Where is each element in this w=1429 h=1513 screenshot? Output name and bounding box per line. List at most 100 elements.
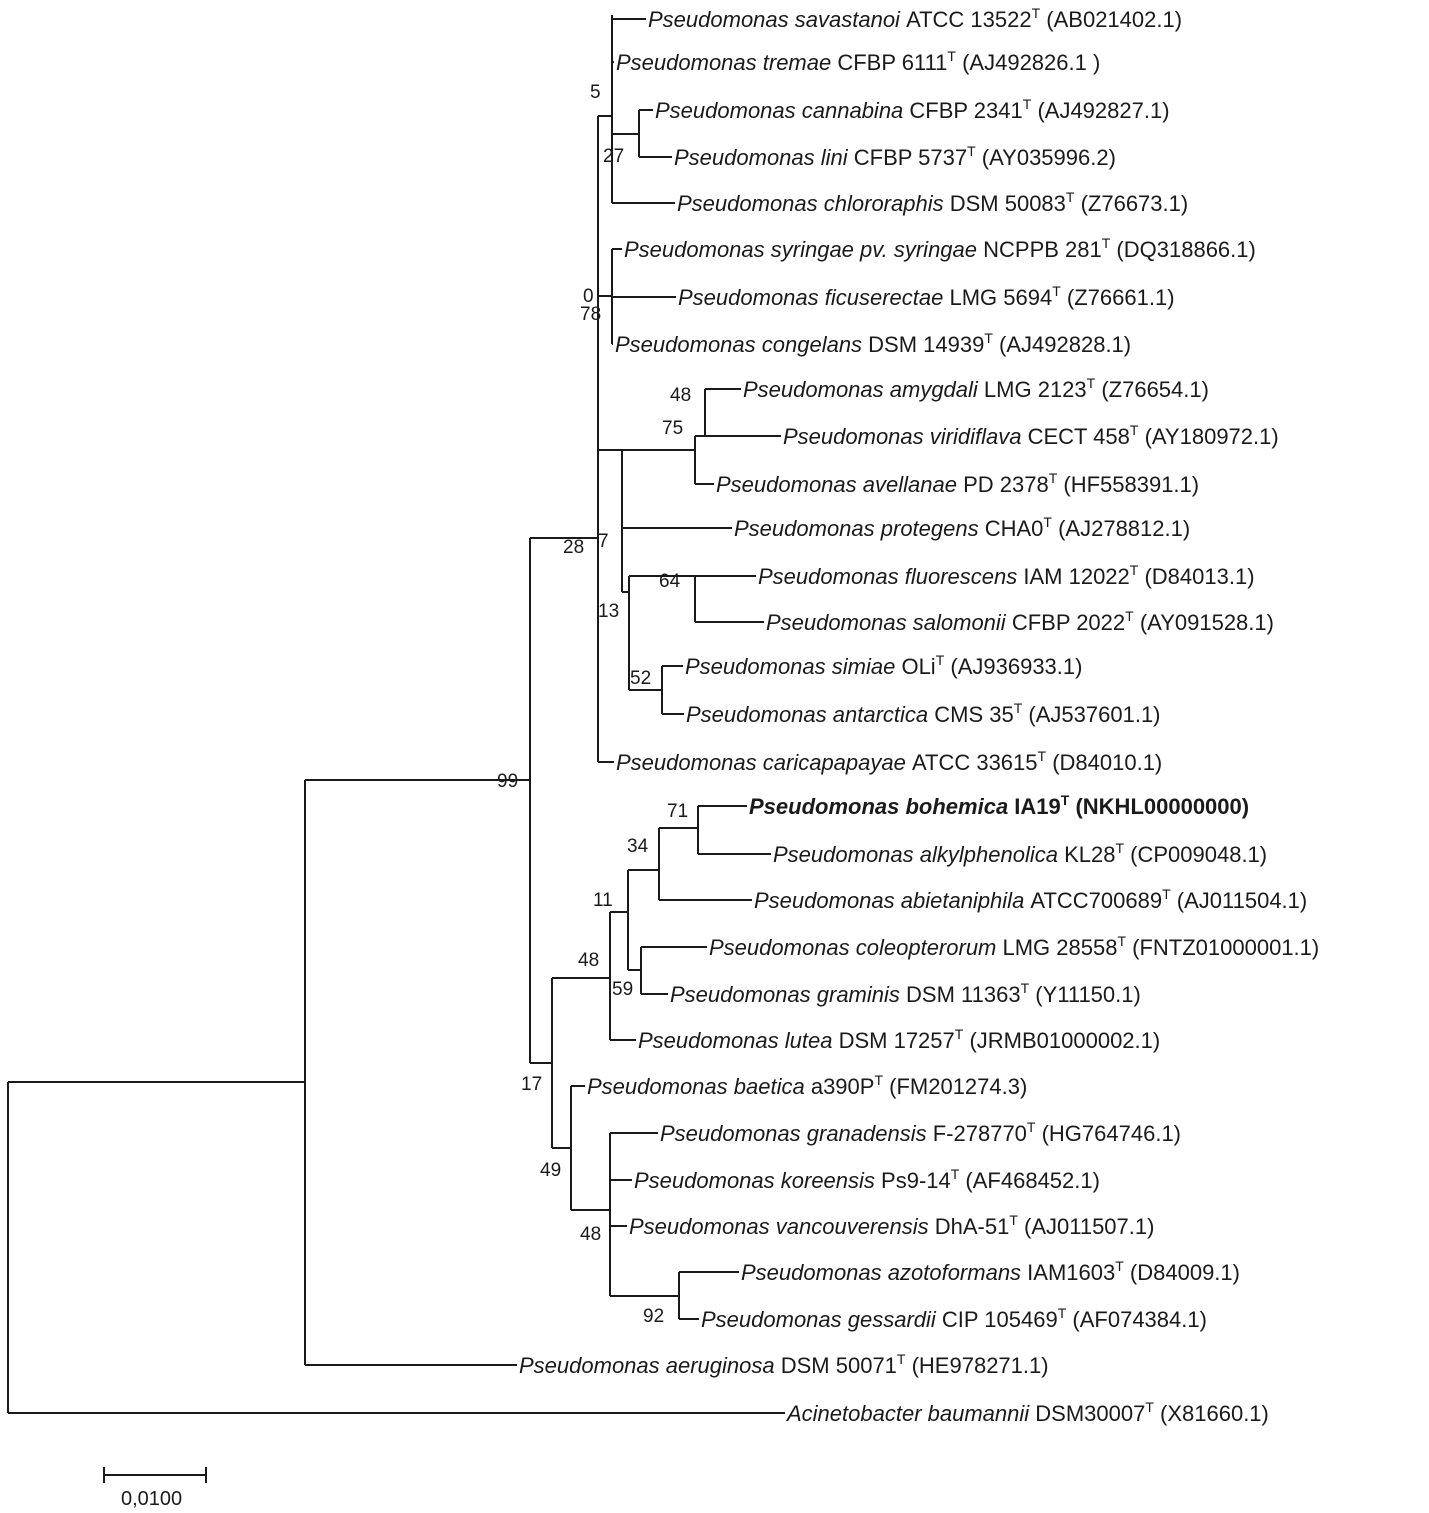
bootstrap-value: 28 [563, 537, 584, 558]
taxon-strain: PD 2378 [963, 472, 1049, 497]
taxon-label: Pseudomonas syringae pv. syringae NCPPB … [624, 235, 1256, 262]
taxon-accession: (JRMB01000002.1) [963, 1028, 1160, 1053]
type-strain-mark: T [1130, 562, 1139, 578]
taxon-binomial: Pseudomonas lini [674, 145, 854, 170]
taxon-label: Pseudomonas congelans DSM 14939T (AJ4928… [615, 330, 1131, 357]
taxon-strain: Ps9-14 [881, 1168, 951, 1193]
taxon-accession: (AF074384.1) [1066, 1307, 1207, 1332]
taxon-strain: KL28 [1064, 842, 1115, 867]
taxon-accession: (AJ537601.1) [1022, 702, 1160, 727]
taxon-binomial: Pseudomonas avellanae [716, 472, 963, 497]
taxon-binomial: Pseudomonas chlororaphis [677, 191, 950, 216]
taxon-binomial: Pseudomonas savastanoi [648, 7, 906, 32]
type-strain-mark: T [1049, 470, 1058, 486]
bootstrap-value: 17 [521, 1074, 542, 1095]
taxon-accession: (FNTZ01000001.1) [1126, 935, 1319, 960]
type-strain-mark: T [1145, 1399, 1154, 1415]
bootstrap-value: 49 [540, 1160, 561, 1181]
taxon-strain: IAM 12022 [1023, 564, 1129, 589]
bootstrap-value: 75 [662, 418, 683, 439]
taxon-binomial: Pseudomonas lutea [638, 1028, 839, 1053]
bootstrap-value: 78 [580, 304, 601, 325]
type-strain-mark: T [897, 1351, 906, 1367]
taxon-label: Pseudomonas aeruginosa DSM 50071T (HE978… [519, 1351, 1049, 1378]
taxon-label: Pseudomonas abietaniphila ATCC700689T (A… [754, 886, 1307, 913]
taxon-binomial: Pseudomonas alkylphenolica [773, 842, 1064, 867]
taxon-strain: IA19 [1014, 794, 1060, 819]
taxon-strain: CFBP 5737 [854, 145, 967, 170]
taxon-label: Pseudomonas ficuserectae LMG 5694T (Z766… [678, 283, 1175, 310]
taxon-label: Pseudomonas cannabina CFBP 2341T (AJ4928… [655, 96, 1170, 123]
taxon-strain: CFBP 6111 [837, 50, 947, 75]
taxon-binomial: Pseudomonas abietaniphila [754, 888, 1030, 913]
taxon-binomial: Acinetobacter baumannii [785, 1401, 1035, 1426]
taxon-binomial: Pseudomonas bohemica [749, 794, 1014, 819]
taxon-binomial: Pseudomonas azotoformans [741, 1260, 1027, 1285]
taxon-accession: (AY180972.1) [1138, 424, 1278, 449]
bootstrap-value: 13 [598, 601, 619, 622]
type-strain-mark: T [1117, 933, 1126, 949]
taxon-label: Pseudomonas savastanoi ATCC 13522T (AB02… [648, 5, 1182, 32]
taxon-strain: CFBP 2022 [1012, 610, 1125, 635]
taxon-binomial: Pseudomonas graminis [670, 982, 906, 1007]
taxon-strain: ATCC700689 [1030, 888, 1162, 913]
taxon-accession: (AF468452.1) [959, 1168, 1100, 1193]
type-strain-mark: T [1115, 1258, 1124, 1274]
taxon-accession: (AJ492826.1 ) [956, 50, 1100, 75]
taxon-labels: Pseudomonas savastanoi ATCC 13522T (AB02… [519, 5, 1319, 1426]
taxon-accession: (FM201274.3) [883, 1074, 1027, 1099]
taxon-accession: (HF558391.1) [1057, 472, 1199, 497]
bootstrap-value: 48 [670, 385, 691, 406]
taxon-accession: (D84009.1) [1124, 1260, 1240, 1285]
scale-bar-label: 0,0100 [121, 1488, 182, 1510]
tree-branches [7, 15, 785, 1414]
taxon-accession: (Z76661.1) [1061, 285, 1175, 310]
taxon-strain: DSM 50071 [781, 1353, 897, 1378]
taxon-label: Pseudomonas salomonii CFBP 2022T (AY0915… [766, 608, 1274, 635]
taxon-accession: (DQ318866.1) [1110, 237, 1256, 262]
taxon-label: Pseudomonas vancouverensis DhA-51T (AJ01… [629, 1212, 1154, 1239]
bootstrap-value: 52 [630, 668, 651, 689]
type-strain-mark: T [936, 652, 945, 668]
taxon-label: Pseudomonas tremae CFBP 6111T (AJ492826.… [616, 48, 1100, 75]
type-strain-mark: T [1038, 748, 1047, 764]
type-strain-mark: T [1115, 840, 1124, 856]
taxon-label: Pseudomonas coleopterorum LMG 28558T (FN… [709, 933, 1319, 960]
taxon-label: Pseudomonas baetica a390PT (FM201274.3) [587, 1072, 1027, 1099]
type-strain-mark: T [1066, 189, 1075, 205]
taxon-binomial: Pseudomonas granadensis [660, 1121, 933, 1146]
type-strain-mark: T [874, 1072, 883, 1088]
bootstrap-value: 11 [593, 890, 613, 911]
taxon-label: Pseudomonas antarctica CMS 35T (AJ537601… [686, 700, 1161, 727]
taxon-binomial: Pseudomonas aeruginosa [519, 1353, 781, 1378]
taxon-accession: (NKHL00000000) [1069, 794, 1249, 819]
taxon-label: Pseudomonas amygdali LMG 2123T (Z76654.1… [743, 375, 1209, 402]
taxon-accession: (AY035996.2) [976, 145, 1116, 170]
taxon-label: Pseudomonas avellanae PD 2378T (HF558391… [716, 470, 1199, 497]
taxon-strain: DSM 50083 [950, 191, 1066, 216]
type-strain-mark: T [1043, 514, 1052, 530]
taxon-label: Pseudomonas bohemica IA19T (NKHL00000000… [749, 792, 1249, 819]
taxon-label: Pseudomonas caricapapayae ATCC 33615T (D… [616, 748, 1162, 775]
bootstrap-value: 99 [497, 771, 518, 792]
type-strain-mark: T [1009, 1212, 1018, 1228]
taxon-strain: F-278770 [933, 1121, 1027, 1146]
taxon-accession: (AJ492827.1) [1031, 98, 1169, 123]
bootstrap-value: 92 [643, 1306, 664, 1327]
bootstrap-value: 71 [667, 801, 688, 822]
taxon-label: Pseudomonas viridiflava CECT 458T (AY180… [783, 422, 1279, 449]
taxon-accession: (Y11150.1) [1029, 982, 1141, 1007]
taxon-label: Acinetobacter baumannii DSM30007T (X8166… [785, 1399, 1269, 1426]
taxon-binomial: Pseudomonas congelans [615, 332, 868, 357]
taxon-strain: LMG 5694 [950, 285, 1053, 310]
bootstrap-value: 48 [580, 1224, 601, 1245]
taxon-binomial: Pseudomonas salomonii [766, 610, 1012, 635]
taxon-binomial: Pseudomonas viridiflava [783, 424, 1028, 449]
taxon-accession: (X81660.1) [1154, 1401, 1269, 1426]
type-strain-mark: T [1058, 1305, 1067, 1321]
taxon-strain: DhA-51 [935, 1214, 1010, 1239]
type-strain-mark: T [1032, 5, 1041, 21]
taxon-label: Pseudomonas protegens CHA0T (AJ278812.1) [734, 514, 1190, 541]
type-strain-mark: T [1087, 375, 1096, 391]
